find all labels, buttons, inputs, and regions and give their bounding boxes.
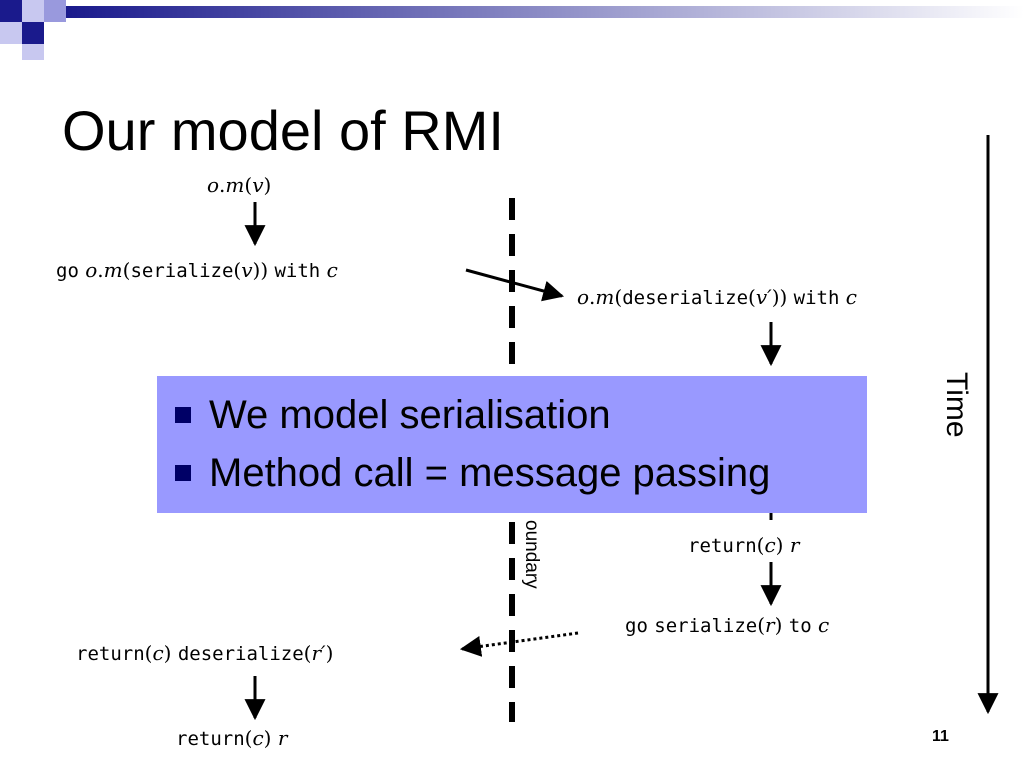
slide-title: Our model of RMI — [62, 99, 504, 162]
bullet-item: We model serialisation — [171, 386, 853, 444]
boundary-label: oundary — [521, 520, 542, 589]
client-send-expression: go o.m(serialize(v)) with c — [56, 258, 338, 282]
bullet-item: Method call = message passing — [171, 444, 853, 502]
server-receive-expression: o.m(deserialize(v′)) with c — [577, 285, 857, 309]
time-label: Time — [940, 372, 973, 438]
client-return-expression: return(c) r — [176, 726, 288, 750]
bullet-overlay: We model serialisation Method call = mes… — [157, 376, 867, 513]
server-return-expression: return(c) r — [688, 533, 800, 557]
client-receive-expression: return(c) deserialize(r′) — [76, 641, 334, 665]
square-bullet-icon — [175, 407, 191, 423]
page-number: 11 — [932, 728, 949, 745]
arrow-reply-message — [459, 631, 579, 657]
call-expression: o.m(v) — [207, 173, 272, 197]
server-send-expression: go serialize(r) to c — [625, 613, 830, 637]
header-decoration — [0, 0, 1024, 60]
square-bullet-icon — [175, 465, 191, 481]
